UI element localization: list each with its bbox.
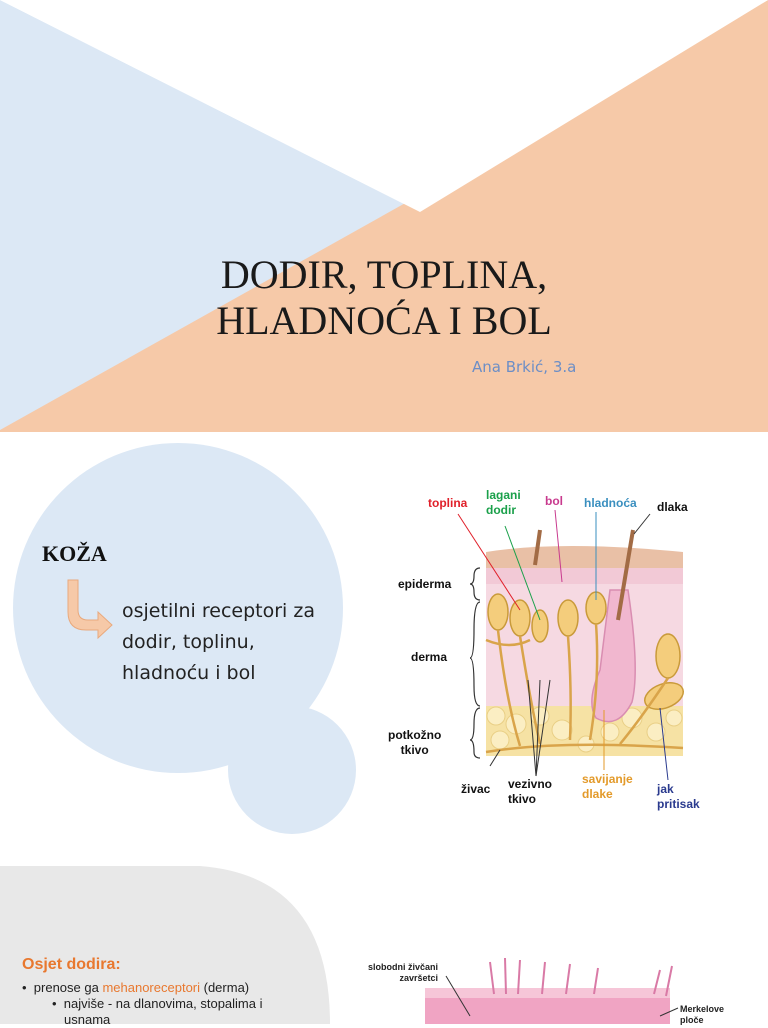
- receptor-description: osjetilni receptori za dodir, toplinu, h…: [122, 600, 315, 684]
- big-blue-circle: [13, 443, 343, 773]
- label-epiderma: epiderma: [398, 577, 452, 591]
- label-dlaka: dlaka: [657, 500, 688, 514]
- label-derma: derma: [411, 650, 448, 664]
- white-triangle: [0, 0, 768, 212]
- osjet-dodira-title: Osjet dodira:: [22, 956, 121, 973]
- title-line-1: DODIR, TOPLINA,: [220, 252, 548, 297]
- gray-shape: [0, 866, 330, 1024]
- koza-heading: KOŽA: [42, 541, 107, 566]
- touch-slide: [0, 866, 768, 1024]
- label-hladnoca: hladnoća: [584, 496, 637, 510]
- title-slide: [0, 0, 768, 432]
- bullet-1: • prenose ga mehanoreceptori (derma): [22, 980, 250, 995]
- label-vezivno-tkivo: vezivno tkivo: [508, 777, 553, 806]
- label-merkelove-ploce: Merkelove ploče: [680, 1004, 725, 1025]
- blue-triangle: [0, 0, 420, 432]
- title-line-2: HLADNOĆA I BOL: [216, 298, 552, 343]
- label-bol: bol: [545, 494, 563, 508]
- touch-bullet-list: • prenose ga mehanoreceptori (derma) • n…: [22, 980, 263, 1028]
- sub-bullet-1-cont: usnama: [64, 1012, 111, 1027]
- label-toplina: toplina: [428, 496, 468, 510]
- label-potkozno-tkivo: potkožno tkivo: [388, 728, 442, 757]
- author-subtitle: Ana Brkić, 3.a: [472, 358, 577, 376]
- slide-title: DODIR, TOPLINA, HLADNOĆA I BOL: [0, 252, 768, 344]
- skin-slide: [0, 440, 768, 860]
- label-jak-pritisak: jak pritisak: [657, 782, 700, 811]
- label-lagani-dodir: lagani dodir: [486, 488, 521, 517]
- label-savijanje-dlake: savijanje dlake: [582, 772, 633, 801]
- curved-arrow-icon: [67, 579, 113, 640]
- skin-diagram: [457, 509, 684, 781]
- title-background-shapes: [0, 0, 768, 432]
- skin-block-diagram: [425, 957, 679, 1024]
- touch-slide-graphics: [0, 866, 679, 1024]
- small-blue-circle: [228, 706, 356, 834]
- label-zivac: živac: [461, 782, 491, 796]
- skin-slide-graphics: [13, 443, 684, 834]
- label-slobodni-zivcani-zavrsetci: slobodni živčani završetci: [367, 962, 438, 983]
- sub-bullet-1: • najviše - na dlanovima, stopalima i: [52, 996, 263, 1011]
